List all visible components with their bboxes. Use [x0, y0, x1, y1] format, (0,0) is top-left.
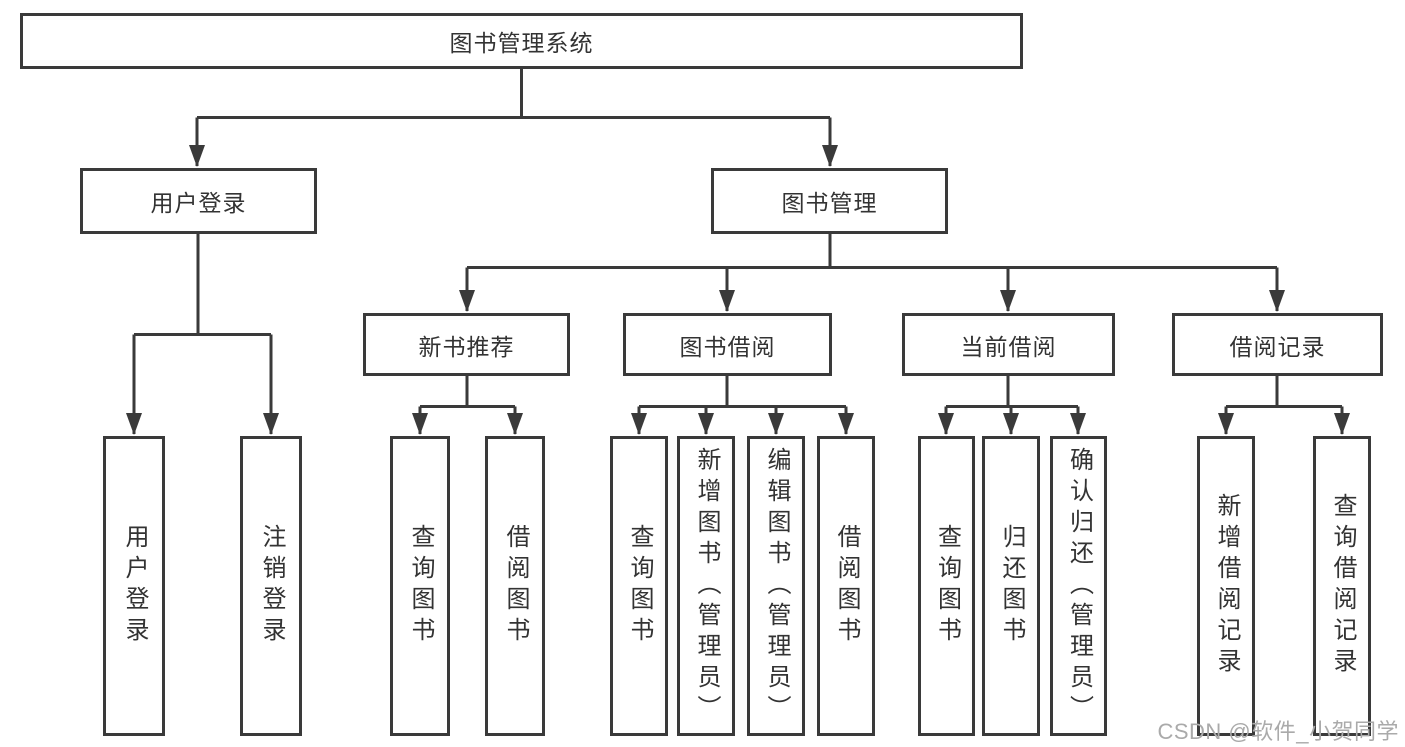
node-label: 注销登录 [258, 524, 285, 648]
node-label: 用户登录 [150, 190, 247, 216]
node-library-management-system: 图书管理系统 [20, 13, 1023, 69]
node-label: 图书借阅 [679, 333, 776, 360]
leaf-query-books-borrow: 查询图书 [610, 436, 668, 736]
leaf-borrow-books-recommend: 借阅图书 [485, 436, 545, 736]
leaf-query-borrow-record: 查询借阅记录 [1313, 436, 1371, 736]
node-label: 查询图书 [407, 524, 434, 648]
node-book-management: 图书管理 [711, 168, 948, 234]
node-label: 新增借阅记录 [1213, 493, 1240, 679]
node-label: 新增图书（管理员） [693, 446, 720, 726]
csdn-watermark: CSDN @软件_小贺同学 [1157, 719, 1399, 744]
node-book-borrow: 图书借阅 [623, 313, 832, 376]
leaf-query-books-recommend: 查询图书 [390, 436, 450, 736]
node-current-borrow: 当前借阅 [902, 313, 1115, 376]
node-label: 确认归还（管理员） [1065, 446, 1093, 726]
leaf-user-login: 用户登录 [103, 436, 165, 736]
node-label: 借阅图书 [502, 524, 529, 648]
node-label: 借阅记录 [1229, 333, 1326, 360]
node-label: 图书管理 [781, 190, 878, 216]
node-label: 查询图书 [626, 524, 653, 648]
node-borrow-records: 借阅记录 [1172, 313, 1383, 376]
node-label: 新书推荐 [418, 333, 515, 360]
leaf-query-books-current: 查询图书 [918, 436, 975, 736]
leaf-edit-books-admin: 编辑图书（管理员） [747, 436, 805, 736]
leaf-return-books: 归还图书 [982, 436, 1040, 736]
node-label: 借阅图书 [833, 524, 860, 648]
leaf-borrow-books: 借阅图书 [817, 436, 875, 736]
node-label: 编辑图书（管理员） [763, 446, 790, 726]
node-label: 归还图书 [998, 524, 1025, 648]
node-label: 查询图书 [933, 524, 961, 648]
node-label: 用户登录 [121, 524, 148, 648]
node-label: 图书管理系统 [449, 30, 594, 56]
leaf-add-borrow-record: 新增借阅记录 [1197, 436, 1255, 736]
node-user-login: 用户登录 [80, 168, 317, 234]
node-label: 当前借阅 [960, 333, 1057, 360]
leaf-add-books-admin: 新增图书（管理员） [677, 436, 735, 736]
node-new-book-recommend: 新书推荐 [363, 313, 570, 376]
leaf-logout: 注销登录 [240, 436, 302, 736]
leaf-confirm-return-admin: 确认归还（管理员） [1050, 436, 1107, 736]
node-label: 查询借阅记录 [1329, 493, 1356, 679]
